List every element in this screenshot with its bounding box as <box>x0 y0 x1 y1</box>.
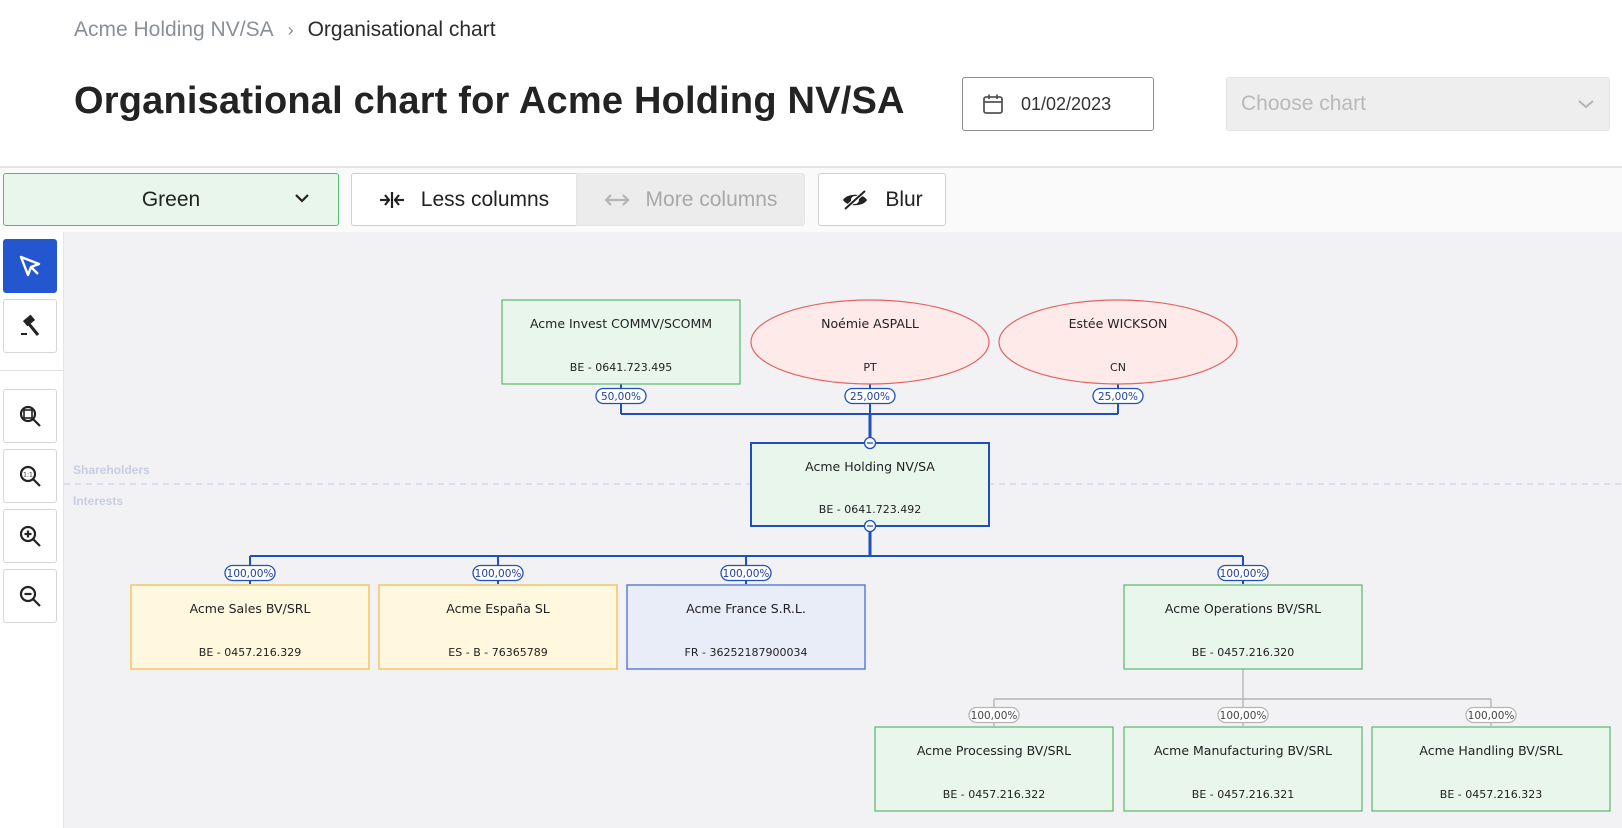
zoom-reset-icon: 1:1 <box>19 465 41 487</box>
shareholder-2-node[interactable] <box>750 299 990 385</box>
shareholder-1-id: BE - 0641.723.495 <box>570 361 672 374</box>
blur-button[interactable]: Blur <box>818 173 946 226</box>
interest-4-name: Acme Operations BV/SRL <box>1165 601 1321 616</box>
sub-interest-3-pill <box>1465 706 1517 724</box>
zoom-out-icon <box>19 585 41 607</box>
interest-2-name: Acme España SL <box>446 601 550 616</box>
toolbar-divider <box>0 370 64 371</box>
zoom-in-icon <box>19 525 41 547</box>
interest-4-percentage: 100,00% <box>1220 568 1267 580</box>
sub-interest-2-node[interactable] <box>1123 726 1363 812</box>
sub-interest-3-name: Acme Handling BV/SRL <box>1419 743 1562 758</box>
zoom-reset-button[interactable]: 1:1 <box>3 449 57 503</box>
interest-4-id: BE - 0457.216.320 <box>1192 646 1294 659</box>
shareholder-1-pill <box>595 387 647 405</box>
shareholders-section-label: Shareholders <box>73 463 150 477</box>
header-divider <box>0 166 1622 168</box>
less-columns-button[interactable]: Less columns <box>351 173 577 226</box>
sub-interest-2-pill <box>1217 706 1269 724</box>
shareholder-3-pill <box>1092 387 1144 405</box>
zoom-fit-button[interactable] <box>3 389 57 443</box>
hammer-tool-button[interactable] <box>3 299 57 353</box>
expand-arrows-icon <box>603 193 630 206</box>
breadcrumb-link-holding[interactable]: Acme Holding NV/SA <box>74 18 274 41</box>
chevron-down-icon <box>1578 100 1594 109</box>
collapse-arrows-icon <box>379 191 404 208</box>
hammer-icon <box>21 314 40 336</box>
shareholder-2-percentage: 25,00% <box>850 391 890 403</box>
more-columns-label: More columns <box>645 187 778 211</box>
sub-interest-1-percentage: 100,00% <box>971 710 1018 722</box>
interest-1-node[interactable] <box>130 584 370 670</box>
eye-slash-icon <box>843 189 868 210</box>
choose-chart-select[interactable]: Choose chart <box>1226 77 1610 131</box>
interest-2-percentage: 100,00% <box>475 568 522 580</box>
sub-interest-3-percentage: 100,00% <box>1468 710 1515 722</box>
breadcrumb: Acme Holding NV/SA › Organisational char… <box>74 18 496 42</box>
chevron-down-icon <box>295 194 309 203</box>
interest-1-percentage: 100,00% <box>227 568 274 580</box>
more-columns-button[interactable]: More columns <box>576 173 805 226</box>
interest-1-pill <box>224 564 276 582</box>
sub-interest-2-name: Acme Manufacturing BV/SRL <box>1154 743 1332 758</box>
canvas-toolbar: 1:1 <box>0 232 64 828</box>
sub-interest-1-node[interactable] <box>874 726 1114 812</box>
choose-chart-placeholder: Choose chart <box>1241 92 1366 115</box>
interest-4-node[interactable] <box>1123 584 1363 670</box>
theme-select-value: Green <box>141 187 201 211</box>
blur-label: Blur <box>885 187 923 211</box>
interest-4-pill <box>1217 564 1269 582</box>
sub-interest-1-name: Acme Processing BV/SRL <box>917 743 1071 758</box>
shareholder-3-id: CN <box>1110 361 1126 374</box>
shareholder-1-percentage: 50,00% <box>601 391 641 403</box>
interest-3-name: Acme France S.R.L. <box>686 601 806 616</box>
date-picker[interactable]: 01/02/2023 <box>962 77 1154 131</box>
svg-text:1:1: 1:1 <box>23 472 33 479</box>
shareholder-3-percentage: 25,00% <box>1098 391 1138 403</box>
interest-3-node[interactable] <box>626 584 866 670</box>
root-company-name: Acme Holding NV/SA <box>805 459 935 474</box>
zoom-in-button[interactable] <box>3 509 57 563</box>
interest-2-pill <box>472 564 524 582</box>
shareholder-2-id: PT <box>863 361 877 374</box>
shareholder-2-pill <box>844 387 896 405</box>
page-title: Organisational chart for Acme Holding NV… <box>74 80 905 122</box>
shareholder-2-name: Noémie ASPALL <box>821 316 919 331</box>
shareholder-1-node[interactable] <box>501 299 741 385</box>
calendar-icon <box>983 94 1003 114</box>
interest-1-id: BE - 0457.216.329 <box>199 646 301 659</box>
interest-3-percentage: 100,00% <box>723 568 770 580</box>
shareholder-3-node[interactable] <box>998 299 1238 385</box>
sub-interest-1-id: BE - 0457.216.322 <box>943 788 1045 801</box>
root-company-node[interactable] <box>750 442 990 527</box>
zoom-fit-icon <box>19 405 41 427</box>
interest-3-pill <box>720 564 772 582</box>
sub-interest-2-id: BE - 0457.216.321 <box>1192 788 1294 801</box>
select-pointer-icon <box>19 255 41 277</box>
shareholder-1-name: Acme Invest COMMV/SCOMM <box>530 316 712 331</box>
interest-2-id: ES - B - 76365789 <box>448 646 547 659</box>
zoom-out-button[interactable] <box>3 569 57 623</box>
root-company-id: BE - 0641.723.492 <box>819 503 921 516</box>
date-value: 01/02/2023 <box>1021 93 1112 114</box>
theme-select[interactable]: Green <box>3 173 339 226</box>
interests-section-label: Interests <box>73 494 124 508</box>
select-tool-button[interactable] <box>3 239 57 293</box>
breadcrumb-current: Organisational chart <box>307 18 496 41</box>
less-columns-label: Less columns <box>420 187 550 211</box>
interest-1-name: Acme Sales BV/SRL <box>190 601 311 616</box>
breadcrumb-separator-icon: › <box>287 19 294 40</box>
sub-interest-3-node[interactable] <box>1371 726 1611 812</box>
shareholder-3-name: Estée WICKSON <box>1069 316 1168 331</box>
sub-interest-2-percentage: 100,00% <box>1220 710 1267 722</box>
interest-2-node[interactable] <box>378 584 618 670</box>
sub-interest-1-pill <box>968 706 1020 724</box>
interest-3-id: FR - 36252187900034 <box>685 646 808 659</box>
sub-interest-3-id: BE - 0457.216.323 <box>1440 788 1542 801</box>
